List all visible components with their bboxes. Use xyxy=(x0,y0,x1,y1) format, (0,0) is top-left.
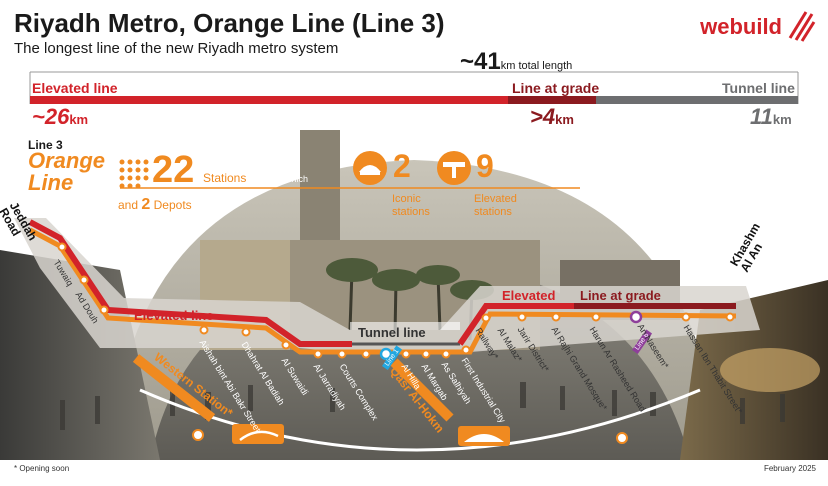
segment-tunnel-unit: km xyxy=(772,112,792,127)
route-line-elevated-right xyxy=(457,303,574,346)
elevated-stations-count: 9 xyxy=(476,148,494,184)
webuild-logo-icon xyxy=(788,11,816,42)
stats-divider xyxy=(120,187,580,189)
iconic-count: 2 xyxy=(393,148,411,184)
segment-tunnel-label: Tunnel line xyxy=(722,80,795,96)
total-length-unit: km total length xyxy=(500,60,573,72)
line-name-2: Line xyxy=(28,170,74,195)
segment-grade-value: >4 xyxy=(530,104,556,129)
segment-tunnel-value: 11 xyxy=(750,104,773,129)
segment-elevated-unit: km xyxy=(69,112,89,127)
line-code: Line 3 xyxy=(28,138,63,152)
iconic-label: Iconic stations xyxy=(392,193,430,219)
stations-count: 22 xyxy=(152,149,195,191)
station-dots xyxy=(57,242,735,359)
brand-name: webuild xyxy=(700,14,782,39)
total-length-value: ~41 xyxy=(460,48,501,75)
bar-segment-elevated xyxy=(30,96,508,104)
western-station-pin xyxy=(192,429,204,441)
segment-tunnel-km: 11km xyxy=(750,104,792,130)
bar-segment-grade xyxy=(508,96,596,104)
total-length: ~41km total length xyxy=(460,48,572,76)
elevated-stations-label: Elevated stations xyxy=(474,193,517,219)
map-label-grade: Line at grade xyxy=(580,288,661,303)
interchange-line6-icon xyxy=(629,310,643,324)
segment-elevated-km: ~26km xyxy=(32,104,88,130)
map-label-elevated-left: Elevated line xyxy=(134,308,214,323)
western-station-icon xyxy=(232,424,284,444)
segment-elevated-value: ~26 xyxy=(32,104,70,129)
depots-prefix: and xyxy=(118,198,139,212)
line-name: Orange Line xyxy=(28,150,105,194)
stations-label: Stations xyxy=(203,171,247,185)
segment-grade-km: >4km xyxy=(530,104,574,130)
segment-grade-unit: km xyxy=(555,112,574,127)
elevated-stations-label-2: stations xyxy=(474,206,512,218)
segment-elevated-label: Elevated line xyxy=(32,80,118,96)
map-label-tunnel: Tunnel line xyxy=(358,325,426,340)
of-which-label: of which xyxy=(275,174,309,184)
route-line-elevated-left xyxy=(28,219,352,347)
footer-date: February 2025 xyxy=(763,464,816,473)
page-subtitle: The longest line of the new Riyadh metro… xyxy=(14,40,339,57)
elevated-station-icon xyxy=(437,151,471,185)
elevated-stations-label-1: Elevated xyxy=(474,193,517,205)
bar-segment-tunnel xyxy=(596,96,798,104)
length-bar xyxy=(29,71,799,104)
iconic-label-1: Iconic xyxy=(392,193,421,205)
qasr-station-pin xyxy=(616,432,628,444)
iconic-label-2: stations xyxy=(392,206,430,218)
footer-note: * Opening soon xyxy=(14,464,70,473)
iconic-station-icon xyxy=(353,151,387,185)
map-label-elevated-right: Elevated xyxy=(502,288,556,303)
segment-grade-label: Line at grade xyxy=(512,80,600,96)
line-name-1: Orange xyxy=(28,148,106,173)
depots-label: Depots xyxy=(153,198,192,212)
depots-count: 2 xyxy=(141,196,151,213)
depots-line: and 2 Depots xyxy=(118,196,192,214)
page-title: Riyadh Metro, Orange Line (Line 3) xyxy=(14,8,445,38)
